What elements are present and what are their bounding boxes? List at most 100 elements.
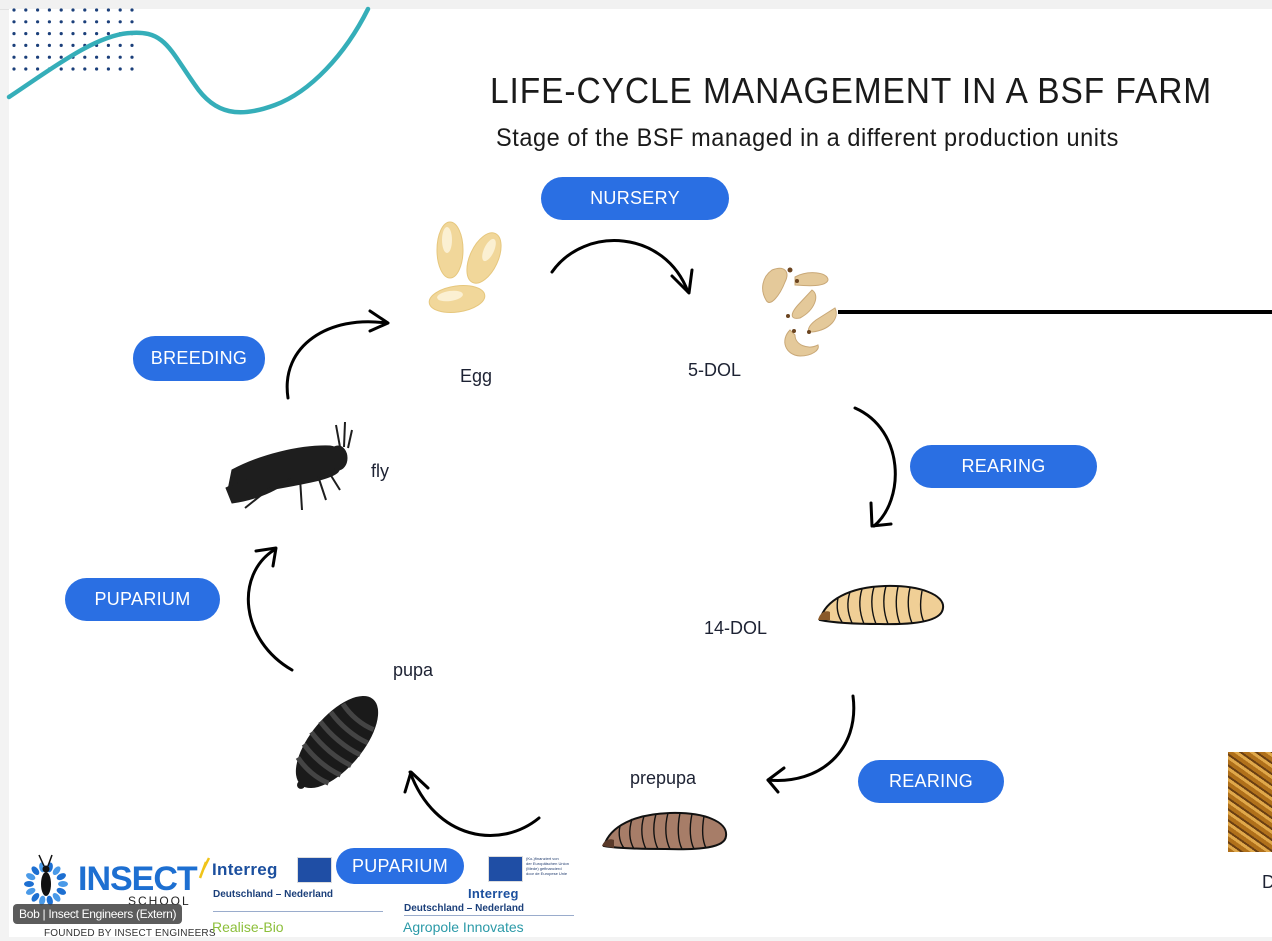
interreg-region-1: Deutschland – Nederland [213, 889, 334, 900]
dot [24, 55, 28, 59]
stage-label-prepupa: prepupa [630, 768, 697, 788]
logo-petal [56, 887, 67, 895]
unit-puparium-button[interactable]: PUPARIUM [336, 848, 464, 884]
dot [36, 67, 40, 71]
dot [130, 8, 134, 12]
dot [47, 55, 52, 59]
divider [404, 915, 574, 916]
slide-subtitle: Stage of the BSF managed in a different … [496, 124, 1119, 152]
dot [95, 55, 99, 59]
dot [106, 55, 110, 59]
dot [106, 20, 110, 24]
dot [59, 8, 63, 12]
slide-title: LIFE-CYCLE MANAGEMENT IN A BSF FARM [490, 70, 1213, 111]
stage-label-5dol: 5-DOL [688, 360, 742, 380]
dot [106, 8, 110, 12]
dot [12, 55, 16, 59]
dot [118, 67, 122, 71]
stage-label-14dol: 14-DOL [704, 618, 768, 638]
eu-note-line: (Mede) gefinancierd [526, 866, 562, 871]
logo-petal [31, 892, 40, 902]
dot [12, 67, 16, 71]
dot [12, 20, 16, 24]
dot [59, 67, 63, 71]
eu-note-line: (Ko-)finanziert von [526, 856, 559, 861]
partner-agropole-innovates: Agropole Innovates [403, 919, 524, 935]
dot [95, 31, 99, 36]
dot [71, 43, 75, 48]
dot [118, 55, 122, 59]
dot [24, 8, 28, 12]
logo-petal [24, 881, 34, 887]
dot [36, 20, 40, 24]
dot [130, 55, 134, 59]
larvae-photo [1228, 752, 1272, 852]
dot [83, 31, 87, 36]
eu-flag-icon [297, 857, 332, 883]
dot [71, 20, 75, 24]
stage-label-pupa: pupa [393, 660, 434, 680]
logo-petal [25, 873, 36, 881]
insect-school-tagline: FOUNDED BY INSECT ENGINEERS [44, 928, 216, 939]
stage-label-partial: D [1262, 872, 1272, 892]
dot [59, 55, 63, 59]
interreg-logo-1: Interreg [212, 860, 278, 879]
unit-nursery-button[interactable]: NURSERY [541, 177, 729, 220]
dot [95, 67, 99, 71]
unit-rearing-button[interactable]: REARING [858, 760, 1004, 803]
dot [130, 67, 134, 71]
curved-arrow-icon [285, 309, 390, 400]
dot [83, 20, 87, 24]
dot [106, 67, 110, 71]
insect-school-logo-icon [24, 854, 68, 906]
dot [95, 20, 99, 24]
dot-grid-decoration [12, 8, 134, 71]
dot [106, 43, 110, 48]
egg-cluster-icon [428, 221, 502, 313]
dot [47, 20, 52, 24]
prepupa-icon [602, 811, 728, 851]
interreg-region-2: Deutschland – Nederland [404, 903, 525, 914]
divider [213, 911, 383, 912]
unit-breeding-button[interactable]: BREEDING [133, 336, 265, 381]
dot [59, 43, 63, 48]
eu-note-line: door de Europese Unie [526, 871, 568, 876]
dot [71, 67, 75, 71]
dot [47, 43, 52, 48]
larva-icon [818, 584, 945, 626]
dot [24, 31, 28, 36]
logo-petal [58, 881, 68, 887]
unit-puparium-button[interactable]: PUPARIUM [65, 578, 220, 621]
logo-petal [39, 895, 46, 906]
dot [83, 67, 87, 71]
dot [36, 43, 40, 48]
dot [83, 8, 87, 12]
stage-label-fly: fly [371, 461, 389, 481]
dot [83, 55, 87, 59]
pupa-icon [295, 695, 379, 789]
logo-petal [52, 892, 61, 902]
partner-realise-bio: Realise-Bio [212, 919, 284, 935]
dot [71, 8, 75, 12]
curved-arrow-icon [550, 239, 694, 295]
dot [95, 8, 99, 12]
eu-flag-icon [488, 856, 523, 882]
dot [130, 20, 134, 24]
dot [59, 20, 63, 24]
teal-wave-decoration [6, 6, 371, 115]
dot [118, 43, 122, 48]
young-larvae-icon [762, 267, 837, 357]
curved-arrow-icon [766, 694, 856, 794]
dot [12, 31, 16, 36]
unit-rearing-button[interactable]: REARING [910, 445, 1097, 488]
insect-school-brand: INSECT [78, 860, 198, 898]
logo-petal [46, 895, 53, 906]
interreg-logo-2: Interreg [468, 886, 519, 901]
dot [118, 20, 122, 24]
curved-arrow-icon [246, 546, 294, 672]
dot [24, 67, 28, 71]
curved-arrow-icon [853, 406, 897, 528]
dot [36, 8, 40, 12]
logo-petal [25, 887, 36, 895]
dot [59, 31, 63, 36]
